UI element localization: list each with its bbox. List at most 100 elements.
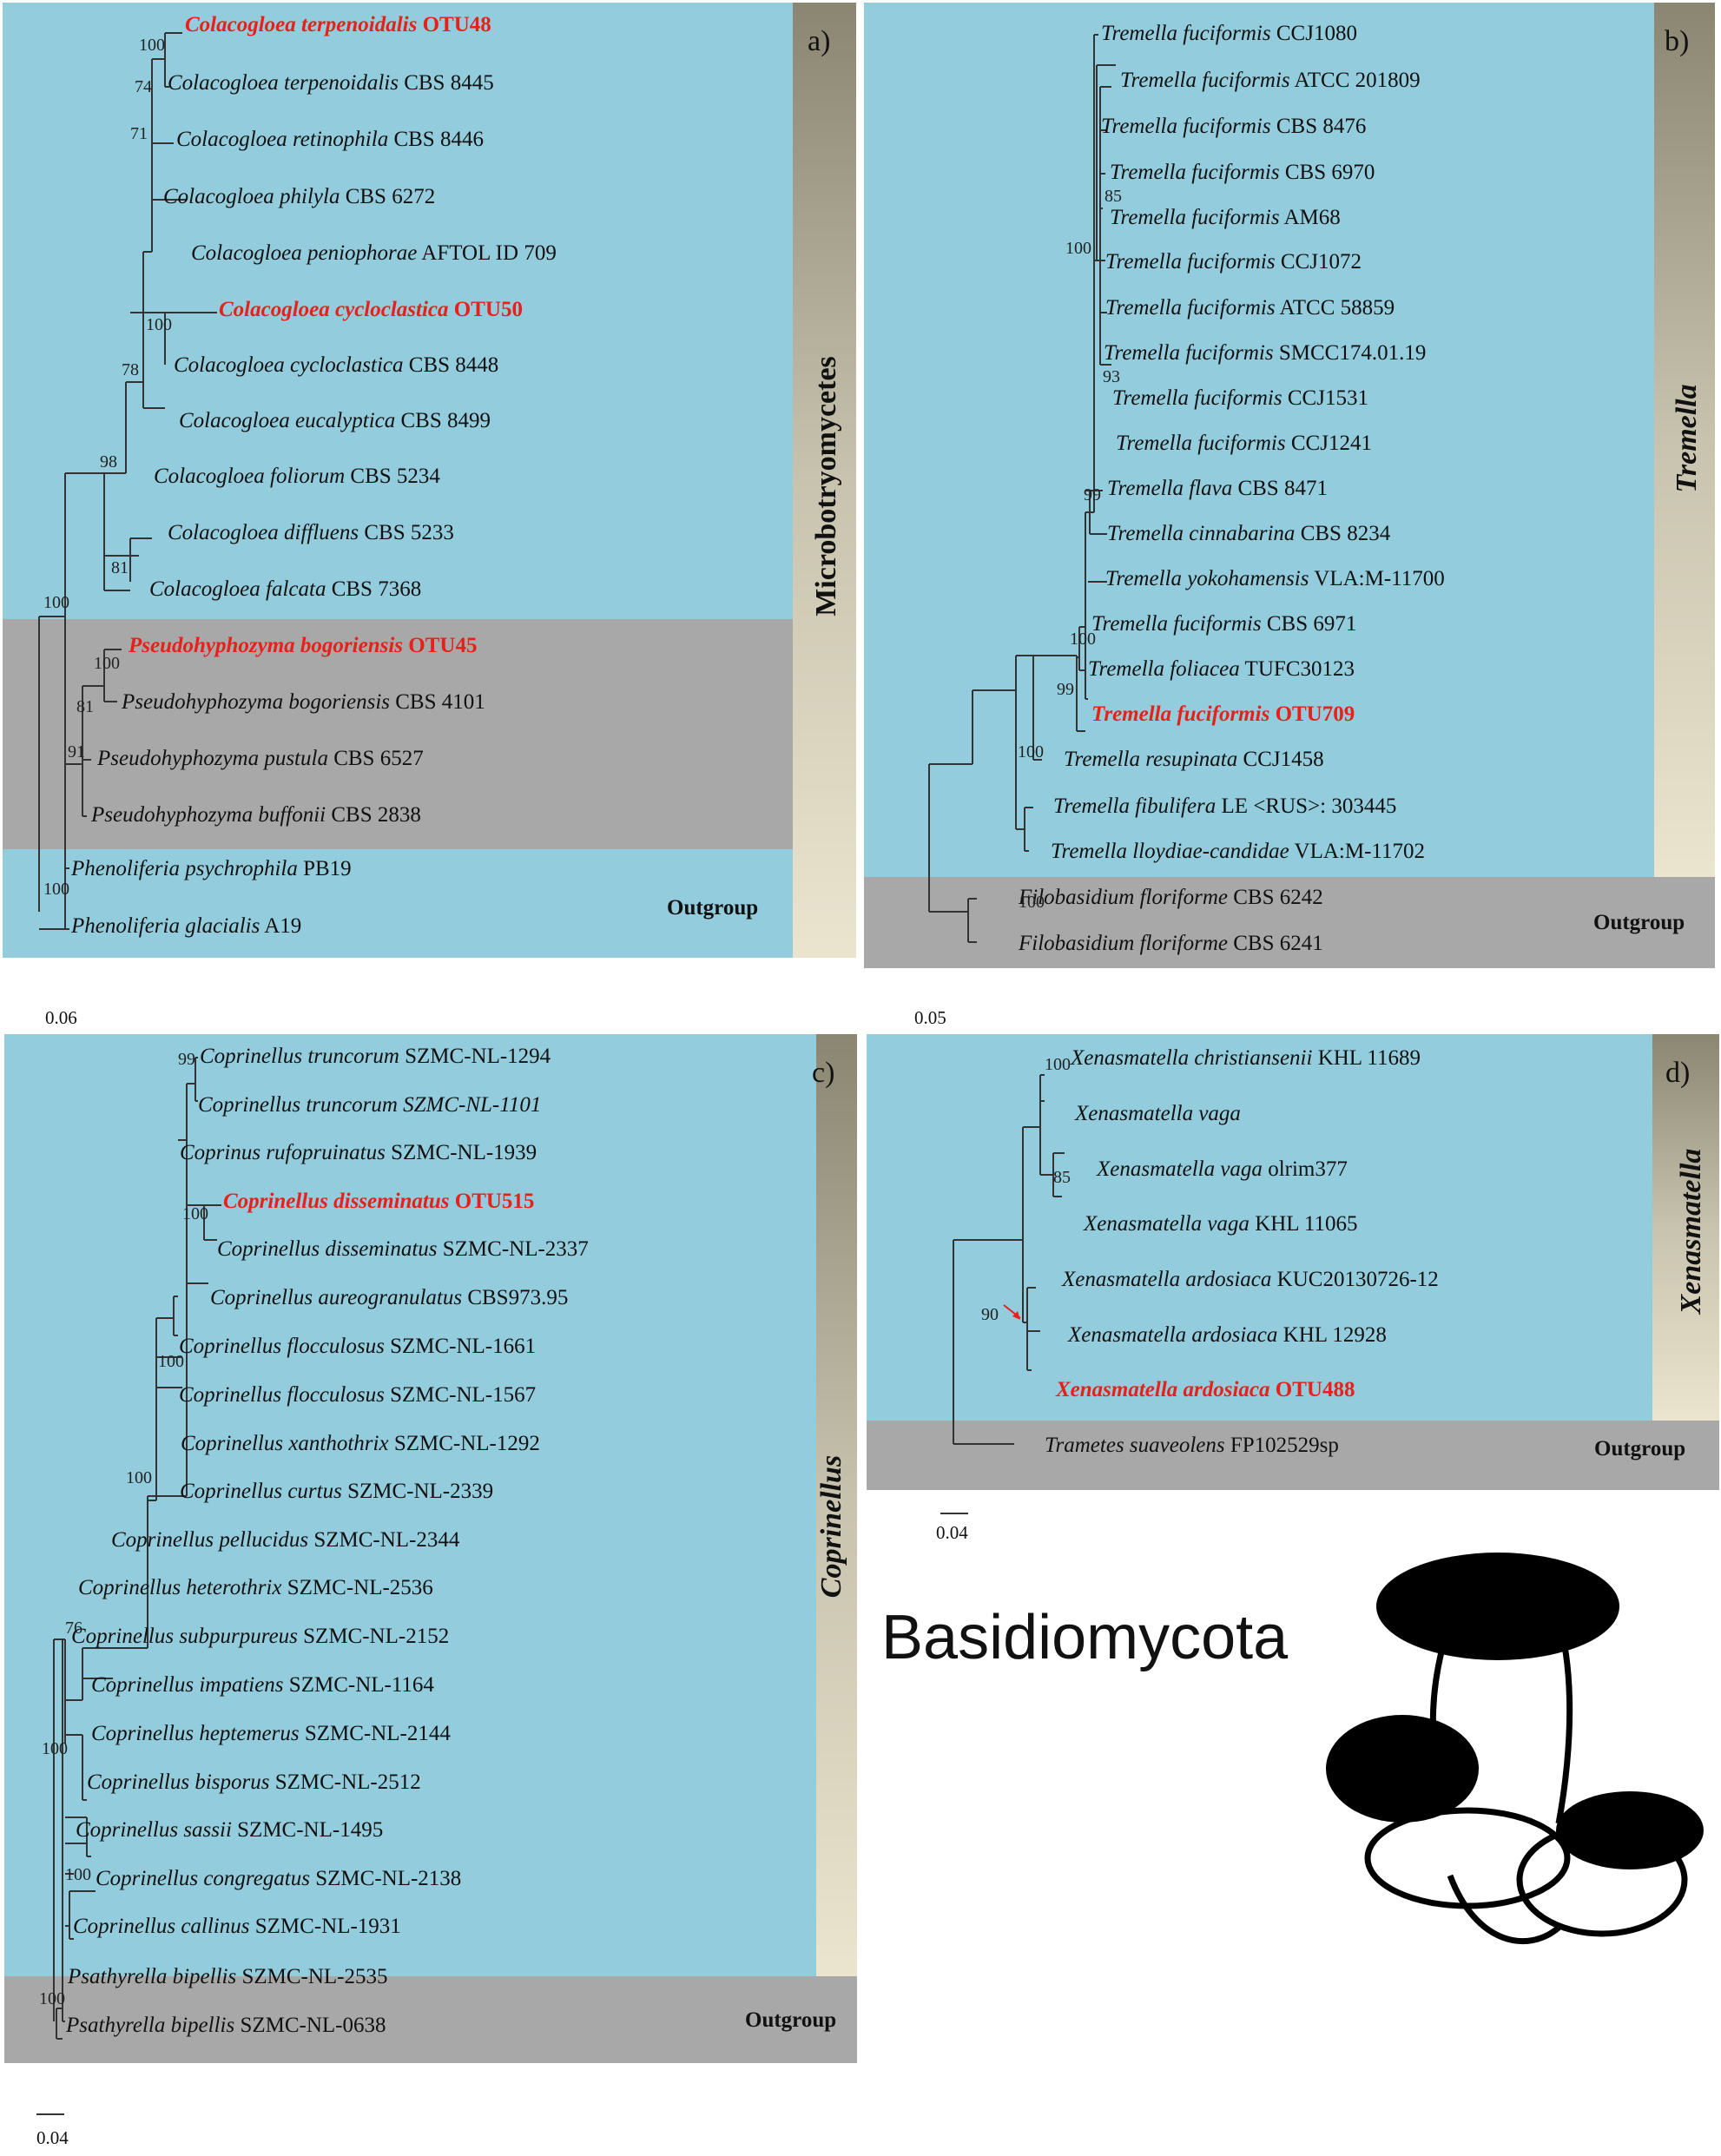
clade-bar xyxy=(1654,3,1715,877)
taxon-label: Tremella fuciformis CCJ1531 xyxy=(1112,386,1368,410)
taxon-label: Coprinellus bisporus SZMC-NL-2512 xyxy=(87,1770,421,1794)
taxon-label: Coprinellus truncorum SZMC-NL-1101 xyxy=(198,1093,541,1117)
taxon-label: Trametes suaveolens FP102529sp xyxy=(1045,1434,1339,1457)
taxon-label: Coprinellus pellucidus SZMC-NL-2344 xyxy=(111,1528,460,1552)
bootstrap-value: 100 xyxy=(139,36,165,55)
bootstrap-value: 100 xyxy=(43,880,69,899)
panel-label: c) xyxy=(812,1057,834,1089)
panel-d: d) Xenasmatella Outgroup Xenasmatella ch… xyxy=(867,1032,1721,1543)
outgroup-label: Outgroup xyxy=(1594,1437,1685,1460)
taxon-label: Coprinellus curtus SZMC-NL-2339 xyxy=(180,1480,493,1503)
bootstrap-value: 99 xyxy=(178,1050,195,1069)
panel-c: c) Coprinellus Outgroup Coprinellus trun… xyxy=(0,1032,860,2156)
outgroup-label: Outgroup xyxy=(1593,911,1685,934)
taxon-label: Colacogloea diffluens CBS 5233 xyxy=(168,521,454,544)
tree-branches xyxy=(38,32,217,930)
bootstrap-value: 81 xyxy=(76,697,94,716)
taxon-label: Tremella fuciformis AM68 xyxy=(1110,206,1341,229)
taxon-label: Xenasmatella ardosiaca OTU488 xyxy=(1055,1378,1355,1401)
clade-bar xyxy=(816,1034,857,1976)
taxon-label: Tremella fuciformis SMCC174.01.19 xyxy=(1104,341,1426,365)
taxon-label: Tremella fuciformis OTU709 xyxy=(1091,702,1355,726)
taxon-label: Coprinellus flocculosus SZMC-NL-1567 xyxy=(179,1383,536,1407)
bootstrap-value: 78 xyxy=(122,360,139,379)
taxon-label: Tremella cinnabarina CBS 8234 xyxy=(1107,522,1391,545)
clade-name: Xenasmatella xyxy=(1675,1149,1707,1315)
bootstrap-value: 100 xyxy=(65,1865,91,1884)
taxon-label: Colacogloea retinophila CBS 8446 xyxy=(176,128,484,151)
taxon-label: Pseudohyphozyma buffonii CBS 2838 xyxy=(90,803,421,827)
taxon-label: Tremella fuciformis CCJ1241 xyxy=(1116,432,1372,455)
taxon-label: Coprinellus aureogranulatus CBS973.95 xyxy=(210,1286,568,1309)
ingroup-bg xyxy=(3,3,793,619)
taxon-label: Coprinellus xanthothrix SZMC-NL-1292 xyxy=(181,1432,540,1455)
bootstrap-value: 99 xyxy=(1057,680,1074,699)
scale-value: 0.04 xyxy=(36,2127,69,2148)
taxon-label: Coprinus rufopruinatus SZMC-NL-1939 xyxy=(180,1141,537,1164)
taxon-label: Tremella fuciformis CCJ1080 xyxy=(1101,22,1357,45)
taxon-label: Phenoliferia glacialis A19 xyxy=(70,914,301,938)
taxon-label: Coprinellus heterothrix SZMC-NL-2536 xyxy=(78,1576,433,1599)
scale-value: 0.04 xyxy=(936,1522,968,1543)
panel-label: b) xyxy=(1665,25,1689,57)
clade-name: Microbotryomycetes xyxy=(810,356,842,616)
taxon-label: Pseudohyphozyma bogoriensis CBS 4101 xyxy=(121,690,485,714)
taxon-label: Colacogloea terpenoidalis OTU48 xyxy=(185,13,491,36)
bootstrap-value: 100 xyxy=(43,593,69,612)
mushroom-icon xyxy=(1326,1553,1704,1944)
taxon-label: Xenasmatella ardosiaca KHL 12928 xyxy=(1067,1323,1387,1347)
taxon-label: Tremella fuciformis ATCC 58859 xyxy=(1105,296,1395,320)
taxon-label: Tremella fuciformis ATCC 201809 xyxy=(1120,69,1421,92)
taxon-label: Colacogloea eucalyptica CBS 8499 xyxy=(179,409,491,432)
bootstrap-value: 100 xyxy=(158,1352,184,1371)
taxon-label: Pseudohyphozyma bogoriensis OTU45 xyxy=(128,634,477,657)
tree-tips: Colacogloea terpenoidalis OTU48Colacoglo… xyxy=(70,13,557,938)
taxon-label: Filobasidium floriforme CBS 6242 xyxy=(1018,886,1323,909)
clade-name: Coprinellus xyxy=(815,1455,847,1598)
taxon-label: Xenasmatella vaga KHL 11065 xyxy=(1083,1212,1357,1236)
ingroup-bg xyxy=(864,3,1654,880)
taxon-label: Tremella resupinata CCJ1458 xyxy=(1064,748,1324,771)
clade-gray-bg xyxy=(3,619,793,849)
bootstrap-value: 91 xyxy=(68,742,85,762)
clade-name: Tremella xyxy=(1671,384,1703,492)
bootstrap-value: 81 xyxy=(111,558,129,577)
outgroup-bg xyxy=(3,849,793,958)
clade-bar xyxy=(793,3,856,958)
clade-bar xyxy=(1652,1034,1719,1421)
taxon-label: Psathyrella bipellis SZMC-NL-2535 xyxy=(67,1965,388,1988)
bootstrap-value: 76 xyxy=(65,1619,82,1638)
scale-value: 0.06 xyxy=(45,1007,77,1028)
taxon-label: Coprinellus truncorum SZMC-NL-1294 xyxy=(200,1045,551,1068)
tree-branches xyxy=(928,34,1116,943)
taxon-label: Coprinellus flocculosus SZMC-NL-1661 xyxy=(179,1335,536,1358)
taxon-label: Coprinellus heptemerus SZMC-NL-2144 xyxy=(91,1722,451,1745)
taxon-label: Xenasmatella christiansenii KHL 11689 xyxy=(1070,1046,1421,1070)
taxon-label: Tremella fuciformis CBS 8476 xyxy=(1101,115,1366,138)
tree-c-svg: c) Coprinellus Outgroup Coprinellus trun… xyxy=(4,1034,857,2115)
bootstrap-value: 100 xyxy=(182,1204,208,1223)
bootstrap-value: 100 xyxy=(1018,742,1044,762)
outgroup-label: Outgroup xyxy=(667,896,758,920)
taxon-label: Tremella yokohamensis VLA:M-11700 xyxy=(1105,567,1445,590)
outgroup-bg xyxy=(4,1976,857,2063)
tree-d-svg: d) Xenasmatella Outgroup Xenasmatella ch… xyxy=(867,1034,1719,1514)
bootstrap-value: 100 xyxy=(1065,239,1091,258)
tree-branches xyxy=(953,1074,1065,1445)
tree-b-svg: b) Tremella Outgroup Tremella fuciformis… xyxy=(864,3,1715,968)
taxon-label: Colacogloea terpenoidalis CBS 8445 xyxy=(168,71,494,95)
taxon-label: Filobasidium floriforme CBS 6241 xyxy=(1018,932,1323,955)
taxon-label: Tremella fuciformis CBS 6971 xyxy=(1091,612,1356,636)
taxon-label: Tremella fuciformis CCJ1072 xyxy=(1105,250,1362,274)
taxon-label: Coprinellus impatiens SZMC-NL-1164 xyxy=(91,1673,434,1697)
taxon-label: Colacogloea philyla CBS 6272 xyxy=(163,185,435,208)
bootstrap-value: 98 xyxy=(100,452,117,471)
bootstrap-value: 100 xyxy=(126,1468,152,1487)
taxon-label: Coprinellus subpurpureus SZMC-NL-2152 xyxy=(71,1625,449,1648)
taxon-label: Colacogloea cycloclastica CBS 8448 xyxy=(174,353,498,377)
